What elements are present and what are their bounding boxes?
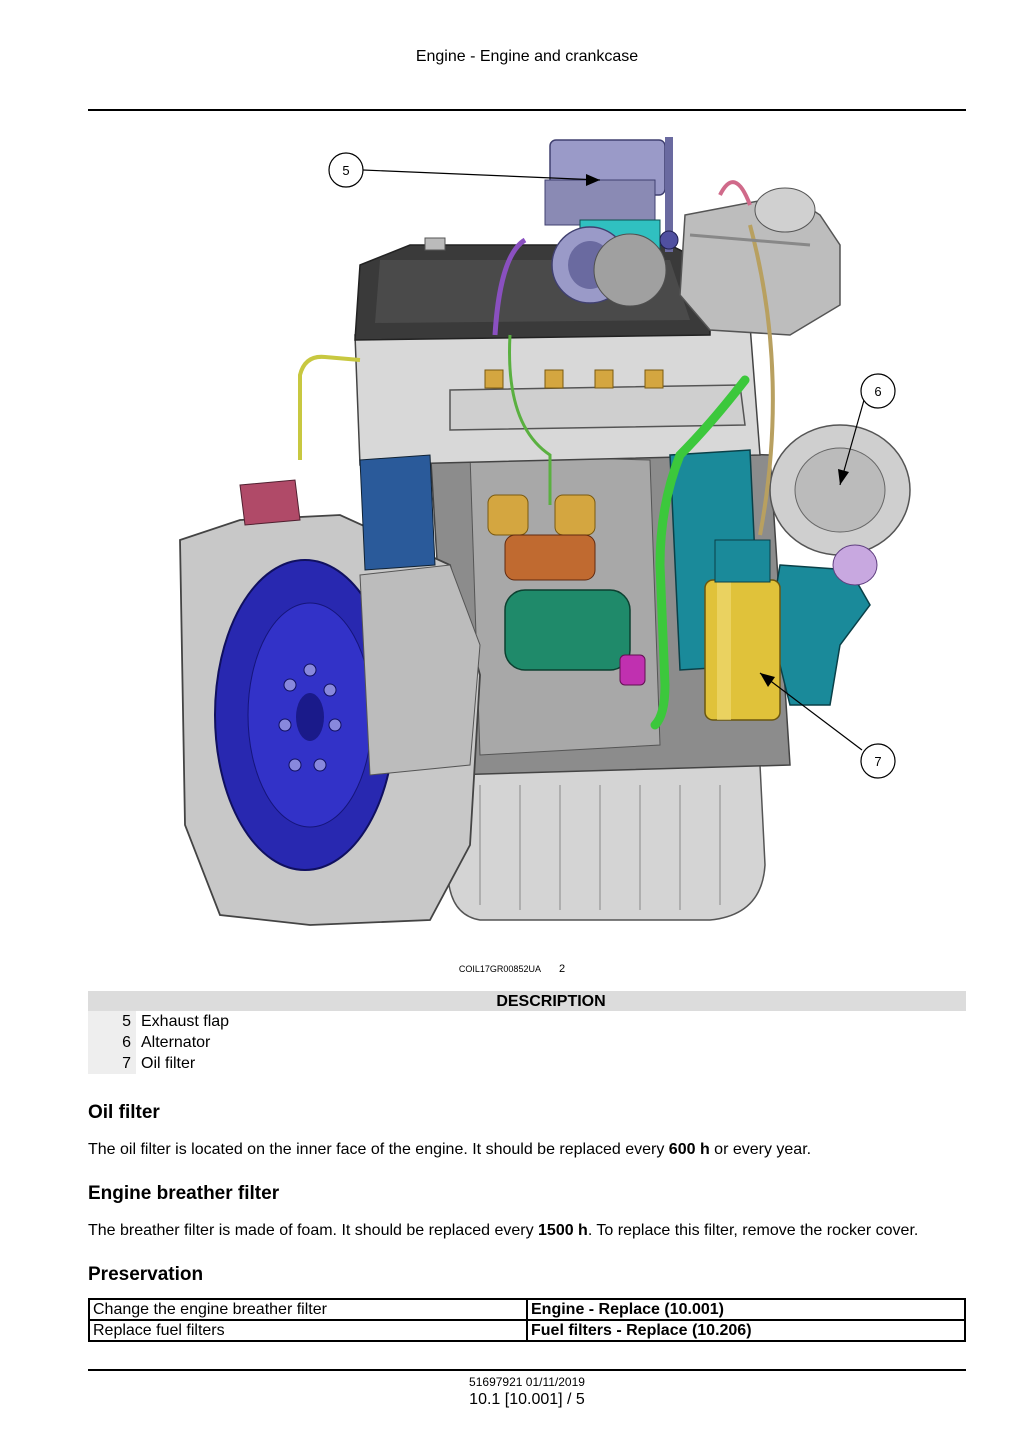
table-row: Change the engine breather filter Engine… <box>88 1298 966 1321</box>
item-number: 5 <box>88 1011 136 1032</box>
header-rule <box>88 109 966 111</box>
reference-link[interactable]: Fuel filters - Replace (10.206) <box>526 1319 966 1342</box>
callout-6-label: 6 <box>874 384 881 399</box>
callout-6: 6 <box>838 373 896 486</box>
running-header: Engine - Engine and crankcase <box>415 48 639 65</box>
item-label: Alternator <box>141 1034 211 1051</box>
footer-rule <box>88 1369 966 1371</box>
breather-text-end: . To replace this filter, remove the roc… <box>587 1222 919 1239</box>
reference-link[interactable]: Engine - Replace (10.001) <box>526 1298 966 1321</box>
breather-filter-paragraph: The breather filter is made of foam. It … <box>88 1222 918 1240</box>
description-row: 5 Exhaust flap <box>88 1011 966 1032</box>
oil-filter-paragraph: The oil filter is located on the inner f… <box>88 1141 811 1159</box>
starter-motor <box>504 589 631 671</box>
task-cell: Replace fuel filters <box>88 1319 528 1342</box>
item-number: 6 <box>88 1032 136 1053</box>
description-table: DESCRIPTION 5 Exhaust flap 6 Alternator … <box>88 991 966 1074</box>
oil-filter-text: The oil filter is located on the inner f… <box>88 1141 669 1158</box>
breather-filter-heading: Engine breather filter <box>88 1183 280 1204</box>
figure-caption: COIL17GR00852UA 2 <box>0 963 1024 975</box>
oil-filter-interval: 600 h <box>668 1141 710 1158</box>
description-heading: DESCRIPTION <box>88 991 966 1011</box>
item-number: 7 <box>88 1053 136 1074</box>
item-label: Exhaust flap <box>141 1013 230 1030</box>
task-cell: Change the engine breather filter <box>88 1298 528 1321</box>
breather-interval: 1500 h <box>538 1222 588 1239</box>
exhaust-manifold <box>449 384 746 431</box>
oil-filter-heading: Oil filter <box>88 1102 160 1123</box>
description-row: 6 Alternator <box>88 1032 966 1053</box>
callout-7-label: 7 <box>874 754 881 769</box>
callout-7: 7 <box>759 672 896 779</box>
callout-5: 5 <box>328 152 601 188</box>
description-row: 7 Oil filter <box>88 1053 966 1074</box>
table-row: Replace fuel filters Fuel filters - Repl… <box>88 1319 966 1342</box>
document-id: 51697921 01/11/2019 <box>469 1375 585 1389</box>
oil-filter-text-end: or every year. <box>709 1141 812 1158</box>
engine-illustration: 5 6 7 <box>179 137 911 926</box>
preservation-heading: Preservation <box>88 1264 204 1285</box>
oil-pan <box>447 764 766 921</box>
item-label: Oil filter <box>141 1055 196 1072</box>
figure-number: 2 <box>558 963 566 975</box>
water-pump <box>769 564 871 706</box>
oil-line <box>650 375 750 730</box>
preservation-table: Change the engine breather filter Engine… <box>88 1298 966 1342</box>
oil-filter <box>704 579 781 721</box>
breather-text: The breather filter is made of foam. It … <box>88 1222 539 1239</box>
image-code: COIL17GR00852UA <box>458 964 541 974</box>
callout-5-label: 5 <box>342 163 349 178</box>
page-number: 10.1 [10.001] / 5 <box>469 1391 585 1408</box>
exhaust-flap <box>492 137 679 336</box>
